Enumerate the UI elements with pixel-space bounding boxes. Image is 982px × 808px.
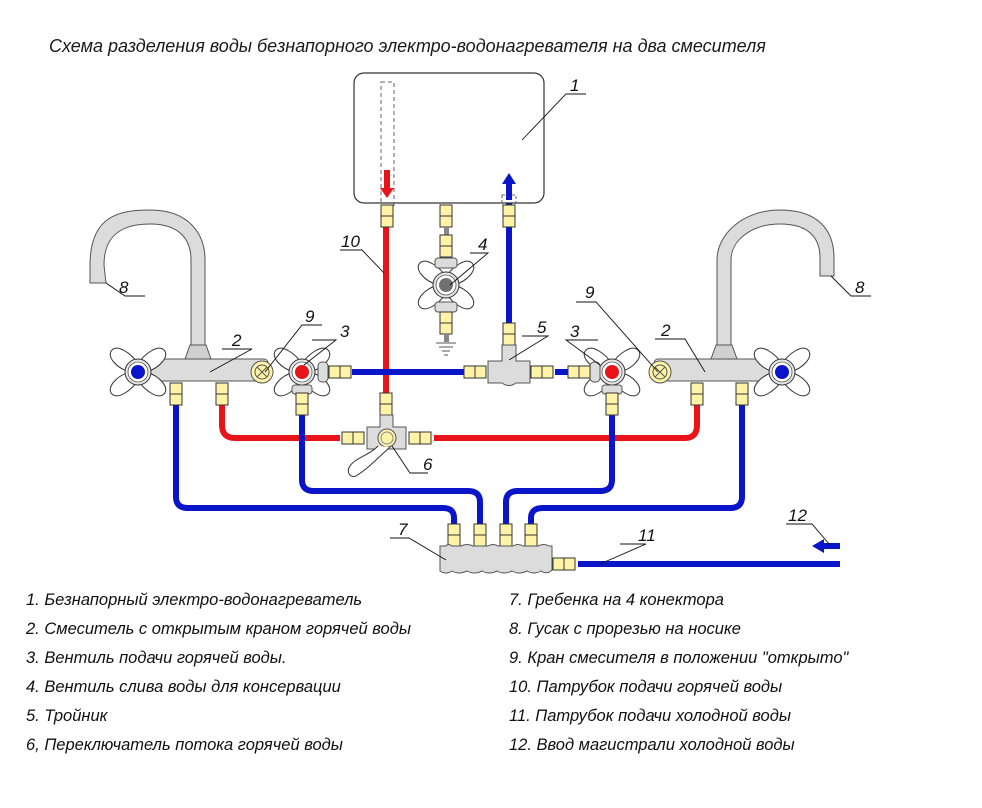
hot-outflow-arrow-icon [380, 170, 394, 198]
callout-9-right: 9 [585, 283, 595, 302]
callout-1: 1 [570, 76, 579, 95]
callout-7: 7 [398, 520, 408, 539]
callout-8-right: 8 [855, 278, 865, 297]
legend-item: 8. Гусак с прорезью на носике [509, 620, 741, 638]
drain-valve [417, 227, 475, 356]
legend-item: 7. Гребенка на 4 конектора [509, 591, 724, 609]
legend-item: 4. Вентиль слива воды для консервации [26, 678, 341, 696]
legend-item: 3. Вентиль подачи горячей воды. [26, 649, 287, 667]
legend-item: 11. Патрубок подачи холодной воды [509, 707, 791, 725]
right-mixer [648, 209, 835, 406]
callout-9-left: 9 [305, 307, 315, 326]
callout-3-left: 3 [340, 322, 350, 341]
heater-cold-fitting [502, 204, 516, 228]
legend-item: 6, Переключатель потока горячей воды [26, 736, 343, 754]
left-mixer [89, 209, 274, 406]
right-hot-valve [567, 347, 641, 416]
legend-item: 5. Тройник [26, 707, 108, 725]
left-hot-valve [273, 347, 352, 416]
hot-flow-switch [341, 392, 432, 477]
callout-11: 11 [638, 526, 656, 545]
legend-item: 10. Патрубок подачи горячей воды [509, 678, 783, 696]
callout-5: 5 [537, 318, 547, 337]
heater-hot-fitting [380, 204, 394, 228]
callout-12: 12 [788, 506, 807, 525]
legend-item: 9. Кран смесителя в положении "открыто" [509, 649, 849, 667]
tee-fitting [463, 322, 554, 386]
hot-pipes [219, 220, 700, 441]
callout-2-left: 2 [231, 331, 242, 350]
legend-item: 12. Ввод магистрали холодной воды [509, 736, 795, 754]
callout-4: 4 [478, 235, 487, 254]
manifold [439, 523, 576, 574]
water-heater [353, 72, 545, 228]
callout-6: 6 [423, 455, 433, 474]
heater-drain-fitting [439, 204, 453, 228]
callout-labels: 1 2 2 3 3 4 5 6 7 8 8 9 9 10 11 12 [119, 76, 865, 545]
right-open-tap-icon [648, 360, 672, 384]
left-cold-handle-cap [131, 365, 145, 379]
ground-drain-icon [436, 342, 456, 356]
callout-10: 10 [341, 232, 360, 251]
left-open-tap-icon [250, 360, 274, 384]
cold-mains-inlet-arrow-icon [812, 539, 840, 553]
callout-3-right: 3 [570, 322, 580, 341]
cold-inflow-arrow-icon [502, 173, 516, 200]
callout-2-right: 2 [660, 321, 671, 340]
right-cold-handle-cap [775, 365, 789, 379]
drain-handle-cap [439, 278, 453, 292]
legend-item: 1. Безнапорный электро-водонагреватель [26, 591, 363, 609]
cold-pipes [173, 175, 840, 567]
callout-8-left: 8 [119, 278, 129, 297]
callout-leaders [105, 93, 871, 565]
legend-left: 1. Безнапорный электро-водонагреватель 2… [26, 586, 411, 760]
diagram-title: Схема разделения воды безнапорного элект… [49, 36, 766, 56]
legend-item: 2. Смеситель с открытым краном горячей в… [26, 620, 411, 638]
legend-right: 7. Гребенка на 4 конектора 8. Гусак с пр… [509, 586, 848, 760]
